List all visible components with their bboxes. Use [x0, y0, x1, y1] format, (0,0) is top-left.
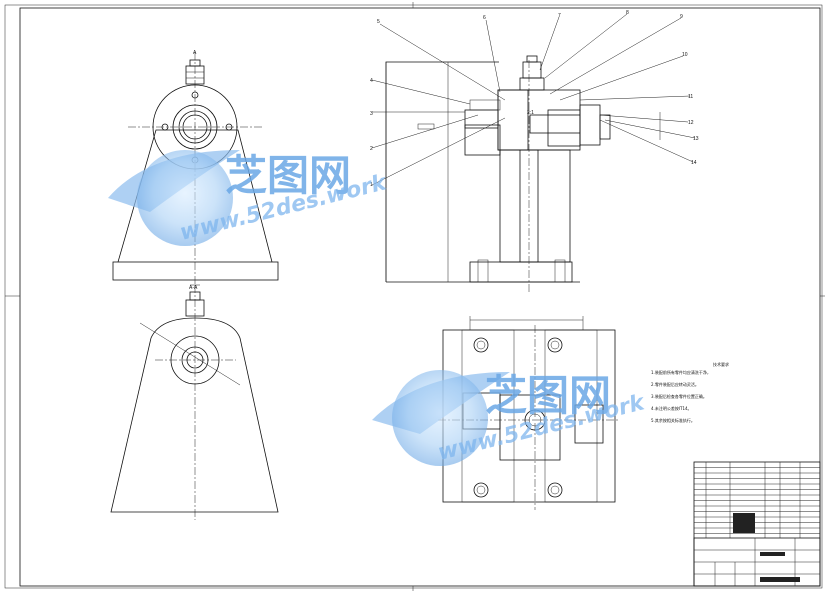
callout-labels: 1 2 3 4 5 6 7 8 9 10 11 12 13 14: [370, 10, 699, 188]
callout-9: 9: [680, 14, 683, 20]
callout-11: 11: [688, 94, 693, 100]
callout-8: 8: [626, 10, 629, 16]
detail-mark: 2:1: [527, 110, 534, 116]
callout-13: 13: [693, 136, 699, 142]
tech-requirements-title: 技术要求: [713, 361, 729, 367]
callout-12: 12: [688, 120, 694, 126]
watermark-2-brand: 芝图网: [485, 371, 611, 420]
callout-6: 6: [483, 15, 486, 21]
callout-3: 3: [370, 111, 373, 117]
tech-line-3: 3.装配后检查各零件位置正确。: [651, 393, 707, 399]
section-mark-bottom: A-A: [189, 285, 198, 291]
watermark-1-brand: 芝图网: [225, 151, 351, 200]
callout-10: 10: [682, 52, 688, 58]
tech-requirements: 技术要求 1.装配前所有零件均应清洗干净， 2.零件装配后应转动灵活。 3.装配…: [651, 361, 729, 423]
callout-7: 7: [558, 13, 561, 19]
section-view: [110, 285, 279, 520]
callout-5: 5: [377, 19, 380, 25]
callout-1: 1: [370, 182, 373, 188]
tech-line-2: 2.零件装配后应转动灵活。: [651, 381, 699, 387]
callout-4: 4: [370, 78, 373, 84]
section-mark-top: A: [193, 50, 197, 56]
callout-14: 14: [691, 160, 697, 166]
tech-line-4: 4.未注明公差按IT14。: [651, 405, 692, 411]
assembly-view: 2:1: [371, 13, 696, 292]
drawing-border: [4, 2, 825, 591]
watermark-2: 芝图网 www.52des.work: [372, 370, 648, 466]
title-block: [693, 461, 821, 587]
tech-line-5: 5.其余按相关标准执行。: [651, 417, 695, 423]
callout-2: 2: [370, 146, 373, 152]
watermark-1: 芝图网 www.52des.work: [108, 150, 390, 246]
tech-line-1: 1.装配前所有零件均应清洗干净，: [651, 369, 711, 375]
